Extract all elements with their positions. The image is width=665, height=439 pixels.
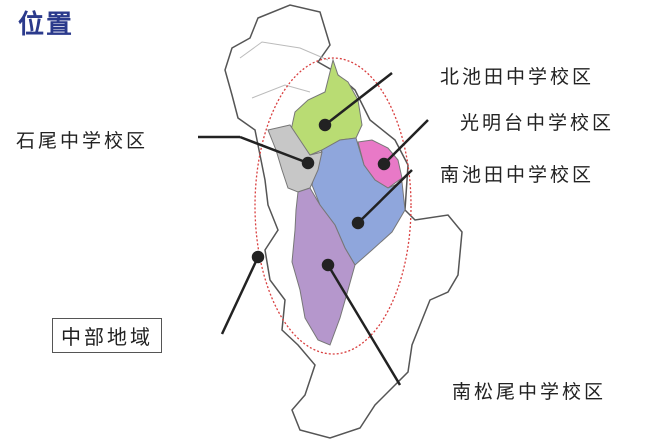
page-title: 位置 — [18, 10, 75, 40]
leader-minami-ikeda — [357, 169, 413, 224]
dot-ishio — [301, 156, 315, 170]
district-minami-ikeda — [311, 137, 406, 266]
leader-central-area — [220, 256, 260, 335]
leader-minami-matsuo — [326, 264, 402, 386]
leader-kita-ikeda — [324, 72, 393, 126]
central-area-boundary — [254, 57, 412, 355]
dot-minami-ikeda — [351, 216, 365, 230]
inner-boundary — [239, 41, 329, 99]
label-minami-matsuo: 南松尾中学校区 — [452, 381, 607, 403]
dot-komyodai — [377, 157, 391, 171]
leader-ishio-2 — [239, 135, 309, 165]
label-minami-ikeda: 南池田中学校区 — [440, 164, 595, 186]
leader-lines — [198, 72, 429, 386]
leader-komyodai — [383, 119, 429, 165]
label-kita-ikeda: 北池田中学校区 — [440, 66, 595, 88]
dot-minami-matsuo — [321, 258, 335, 272]
label-komyodai: 光明台中学校区 — [460, 112, 615, 134]
dot-kita-ikeda — [318, 118, 332, 132]
label-ishio: 石尾中学校区 — [16, 130, 149, 152]
region-label-box: 中部地域 — [52, 318, 162, 353]
dot-central-area — [251, 250, 265, 264]
